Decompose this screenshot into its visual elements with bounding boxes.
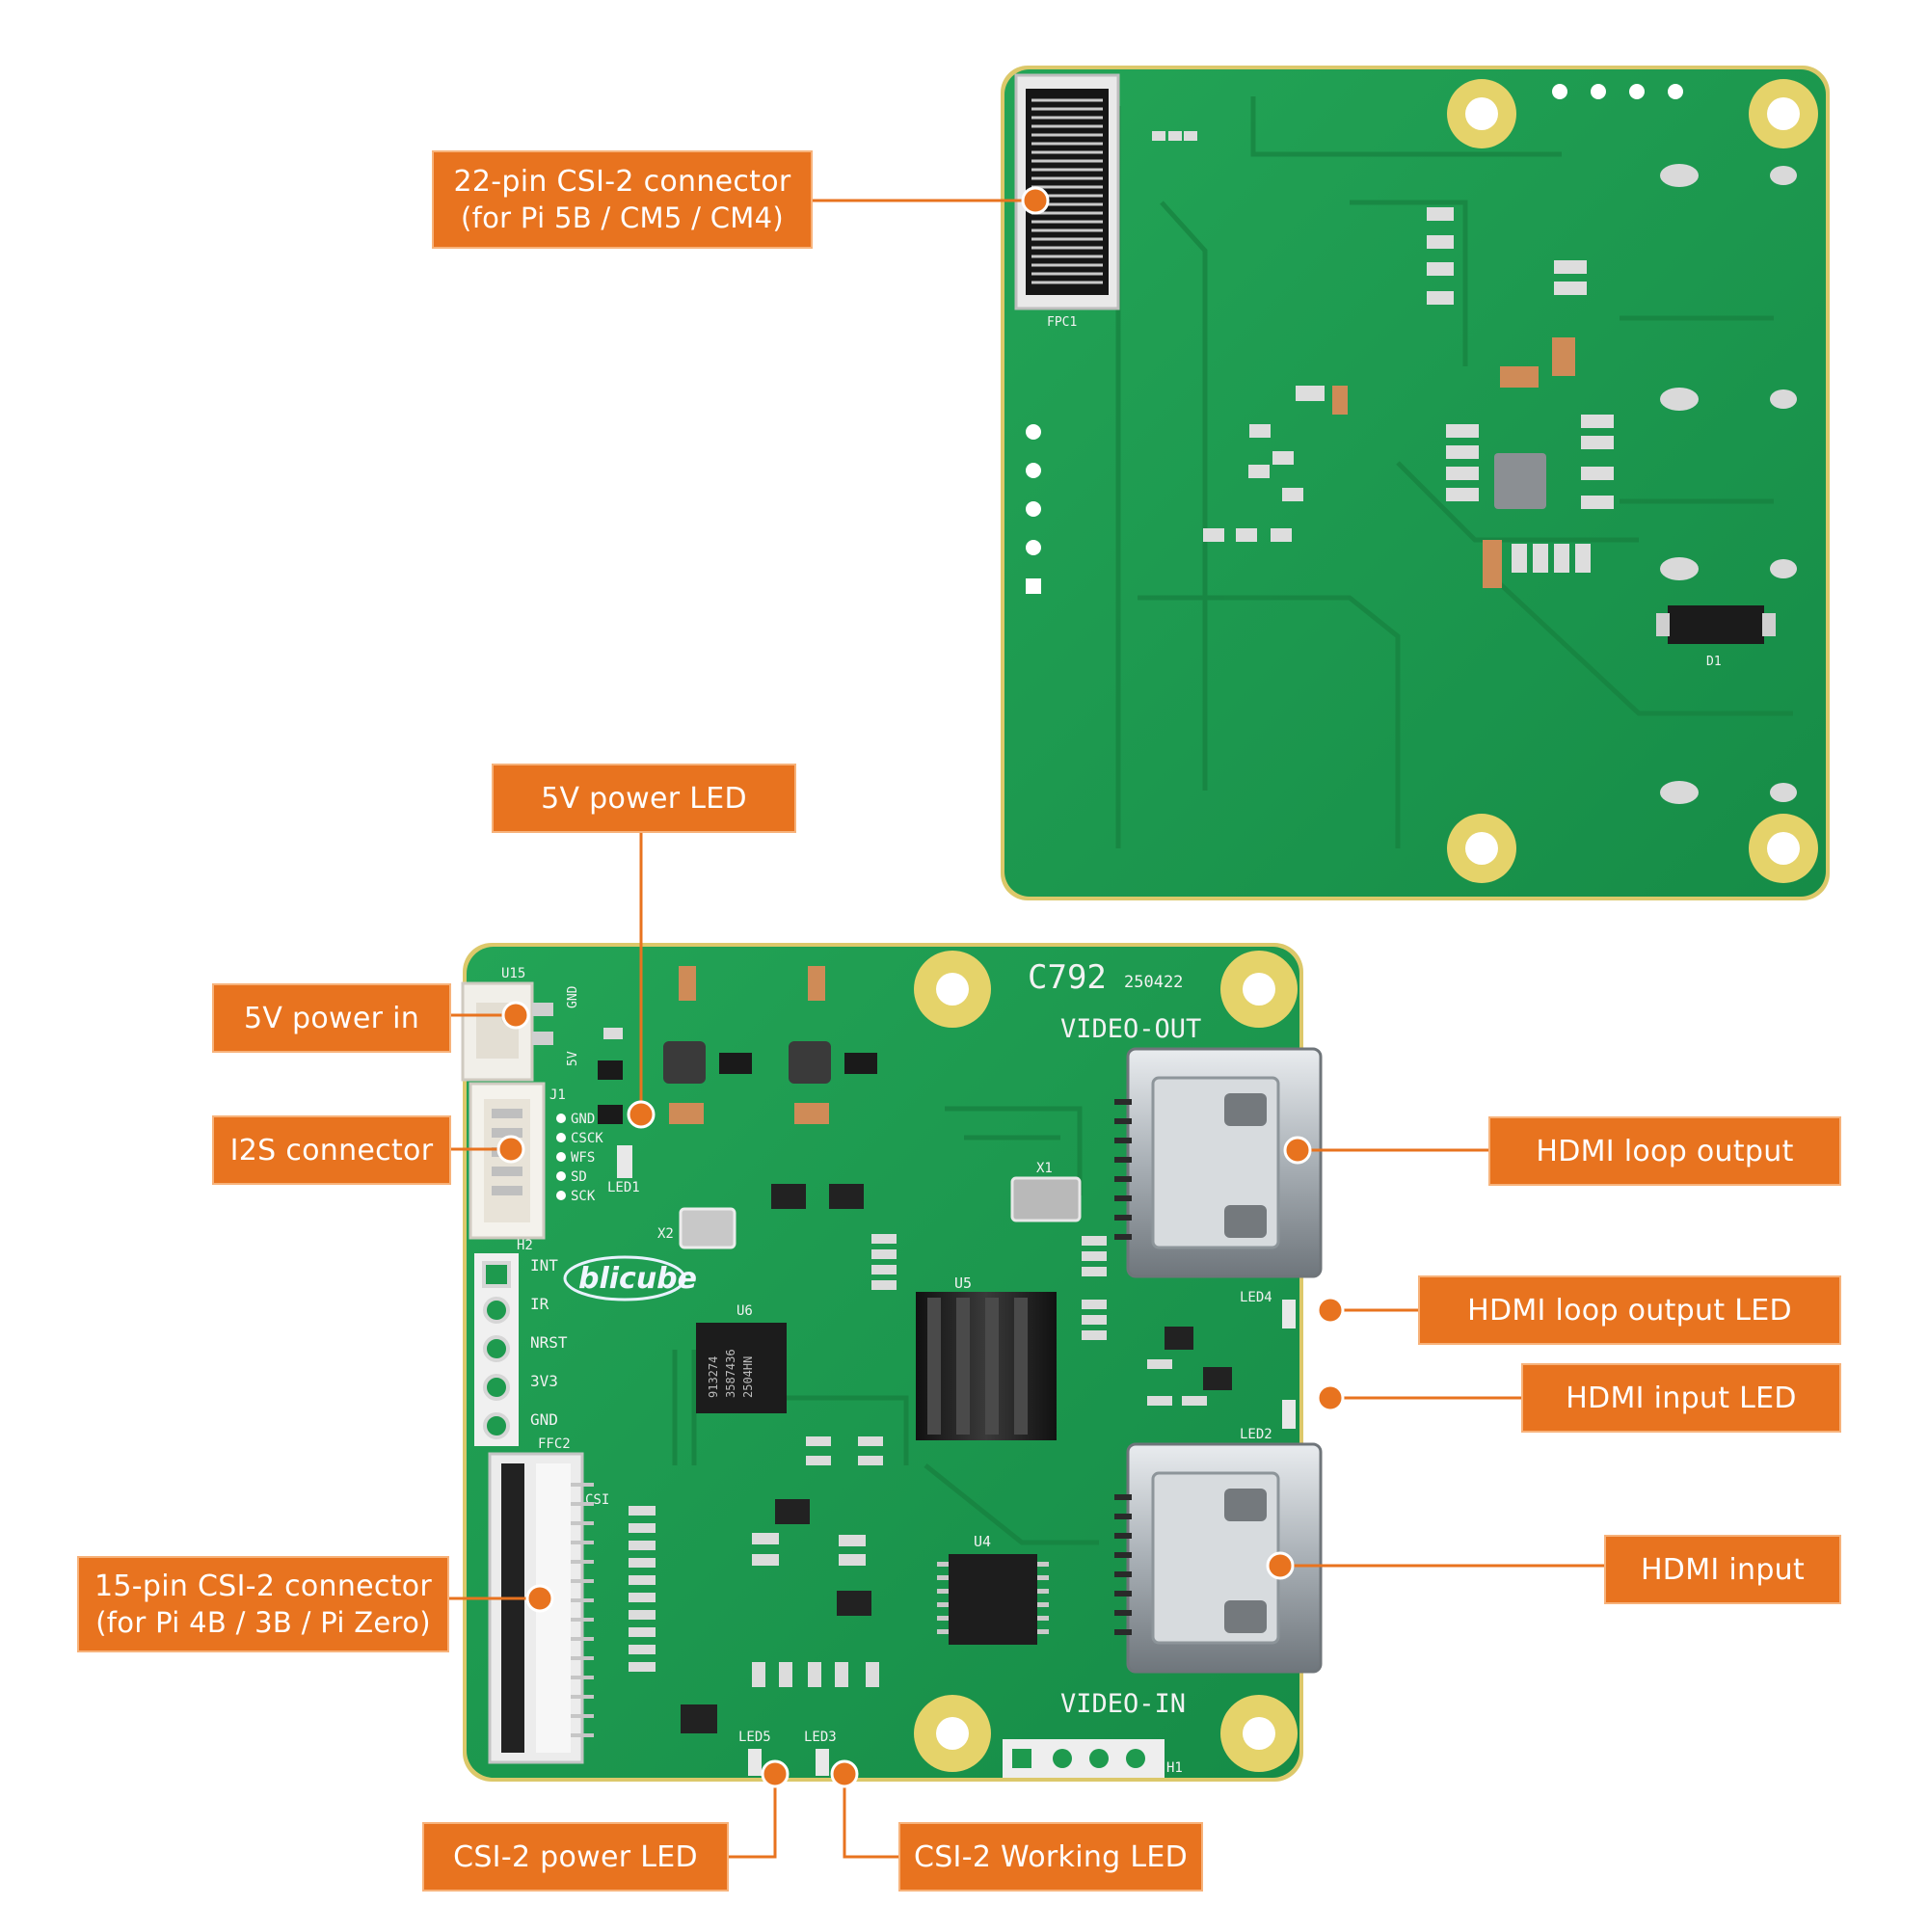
d1-diode: D1: [1656, 605, 1776, 669]
top-mounting-holes: [1447, 79, 1818, 883]
callout-22pin-subtitle: (for Pi 5B / CM5 / CM4): [461, 201, 784, 234]
svg-text:FPC1: FPC1: [1047, 315, 1077, 330]
svg-text:FFC2: FFC2: [538, 1436, 571, 1452]
board-model: C792: [1028, 958, 1107, 997]
callout-csi2-working-led-label: CSI-2 Working LED: [913, 1839, 1189, 1874]
bottom-board-surface: [467, 947, 1299, 1778]
svg-text:LED2: LED2: [1240, 1427, 1272, 1442]
top-header-holes: [1552, 84, 1683, 99]
svg-text:5V: 5V: [566, 1051, 580, 1066]
x1-crystal: [1010, 1176, 1082, 1222]
u6-chip: 913274 3587436 2504HN: [696, 1323, 787, 1413]
top-right-pads: [1660, 164, 1797, 804]
brand-logo: blicube: [563, 1255, 697, 1301]
x2-crystal: [679, 1207, 736, 1249]
callout-hdmi-loop-output: HDMI loop output: [1488, 1116, 1841, 1186]
callout-22pin-csi2-connector: 22-pin CSI-2 connector (for Pi 5B / CM5 …: [432, 150, 813, 249]
callout-csi2-power-led: CSI-2 power LED: [422, 1822, 729, 1892]
callout-hdmi-loop-output-led: HDMI loop output LED: [1418, 1275, 1841, 1345]
callout-csi2-power-led-label: CSI-2 power LED: [453, 1839, 698, 1874]
callout-i2s-label: I2S connector: [229, 1133, 434, 1167]
svg-text:LED5: LED5: [738, 1730, 771, 1745]
power-section: [598, 966, 877, 1124]
callout-csi2-working-led: CSI-2 Working LED: [898, 1822, 1203, 1892]
svg-text:H2: H2: [517, 1238, 533, 1253]
svg-text:INT: INT: [530, 1256, 558, 1275]
h1-header: [1003, 1739, 1165, 1778]
h2-header: INT IR NRST 3V3 GND: [474, 1253, 568, 1446]
callout-15pin-subtitle: (for Pi 4B / 3B / Pi Zero): [95, 1605, 431, 1639]
svg-text:SCK: SCK: [571, 1189, 596, 1204]
svg-text:3V3: 3V3: [530, 1372, 558, 1390]
svg-text:SD: SD: [571, 1169, 587, 1185]
heatsink-u5: [916, 1292, 1057, 1440]
svg-text:WFS: WFS: [571, 1150, 595, 1166]
svg-text:GND: GND: [530, 1410, 558, 1429]
svg-text:LED1: LED1: [607, 1180, 640, 1195]
middle-components: [681, 1184, 1232, 1733]
resistor-column: [629, 1506, 656, 1672]
svg-text:U5: U5: [954, 1275, 972, 1292]
svg-text:J1: J1: [549, 1087, 566, 1103]
leader-dots: [496, 186, 1345, 1788]
callout-5v-power-led: 5V power LED: [492, 764, 796, 833]
ffc2-connector: [488, 1452, 594, 1764]
svg-text:LED3: LED3: [804, 1730, 837, 1745]
top-left-holes: [1026, 424, 1041, 594]
top-board-traces: [1115, 96, 1793, 848]
callout-hdmi-loop-output-led-label: HDMI loop output LED: [1467, 1293, 1792, 1328]
svg-text:IR: IR: [530, 1295, 549, 1313]
callout-hdmi-input-led: HDMI input LED: [1521, 1363, 1841, 1433]
svg-text:H1: H1: [1166, 1760, 1183, 1776]
svg-text:3587436: 3587436: [724, 1349, 737, 1398]
svg-text:U4: U4: [974, 1533, 991, 1550]
board-date: 250422: [1124, 973, 1183, 992]
video-in-label: VIDEO-IN: [1060, 1689, 1186, 1719]
bottom-board: C792 250422 VIDEO-OUT VIDEO-IN U15 J1 H2…: [461, 943, 1323, 1782]
svg-text:NRST: NRST: [530, 1333, 568, 1352]
callout-hdmi-loop-output-label: HDMI loop output: [1536, 1134, 1794, 1168]
svg-text:X2: X2: [657, 1226, 674, 1242]
hdmi-out-connector: [1114, 1047, 1323, 1278]
top-smd-parts: [1152, 131, 1614, 588]
callout-22pin-title: 22-pin CSI-2 connector: [453, 164, 791, 199]
top-board: FPC1: [1001, 66, 1830, 900]
callout-15pin-title: 15-pin CSI-2 connector: [94, 1569, 433, 1603]
svg-text:GND: GND: [566, 985, 580, 1008]
hdmi-in-connector: [1114, 1442, 1323, 1674]
bottom-board-traces: [672, 1106, 1099, 1545]
svg-text:U15: U15: [501, 966, 525, 981]
svg-text:LED4: LED4: [1240, 1290, 1272, 1305]
callout-hdmi-input: HDMI input: [1604, 1535, 1841, 1604]
video-out-label: VIDEO-OUT: [1060, 1014, 1201, 1044]
callout-hdmi-input-label: HDMI input: [1640, 1552, 1806, 1587]
callout-hdmi-input-led-label: HDMI input LED: [1566, 1381, 1797, 1415]
svg-text:913274: 913274: [707, 1356, 720, 1398]
svg-text:2504HN: 2504HN: [741, 1356, 755, 1398]
callout-5v-power-in: 5V power in: [212, 983, 451, 1053]
callout-i2s-connector: I2S connector: [212, 1115, 451, 1185]
bottom-mounting-holes: [914, 951, 1298, 1772]
callout-5v-power-led-label: 5V power LED: [541, 781, 747, 816]
svg-text:U6: U6: [736, 1303, 753, 1319]
callout-5v-power-in-label: 5V power in: [243, 1001, 420, 1035]
svg-text:GND: GND: [571, 1112, 595, 1127]
svg-text:D1: D1: [1706, 655, 1722, 669]
board-leds: [617, 1145, 1296, 1776]
brand-logo-text: blicube: [578, 1262, 697, 1296]
svg-text:X1: X1: [1036, 1161, 1053, 1176]
callout-15pin-csi2-connector: 15-pin CSI-2 connector (for Pi 4B / 3B /…: [77, 1556, 449, 1652]
svg-text:CSCK: CSCK: [571, 1131, 603, 1146]
u4-chip: [937, 1554, 1049, 1645]
